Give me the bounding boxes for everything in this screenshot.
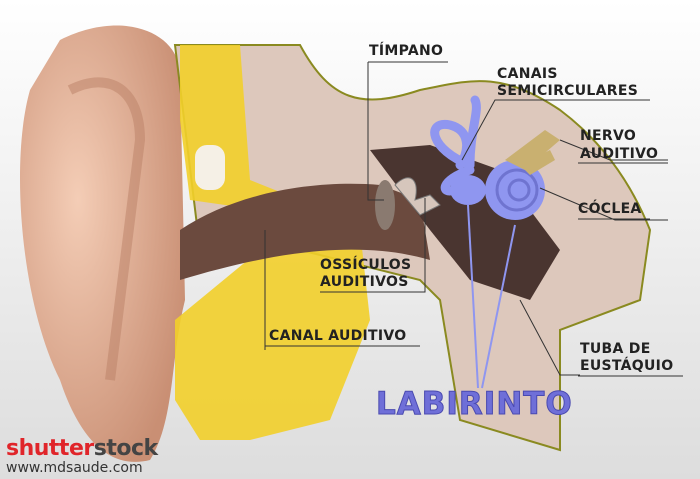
site-watermark: www.mdsaude.com [6, 460, 143, 476]
label-canal-auditivo: CANAL AUDITIVO [269, 328, 407, 344]
label-tuba: TUBA DE [580, 341, 651, 357]
label-timpano: TÍMPANO [369, 43, 444, 59]
label-underlines [265, 61, 683, 377]
ear-canal [180, 183, 430, 280]
label-eustaquio: EUSTÁQUIO [580, 358, 674, 374]
label-ossiculos: OSSÍCULOS [320, 257, 412, 273]
leader-lines [264, 62, 668, 389]
ossicles [394, 177, 441, 216]
label-nervo: NERVO [580, 128, 637, 144]
cartilage-bottom [175, 230, 370, 440]
auditory-nerve [505, 130, 560, 170]
label-semicirculares: SEMICIRCULARES [497, 83, 639, 99]
label-canais: CANAIS [497, 66, 558, 82]
label-coclea: CÓCLEA [578, 201, 642, 217]
label-auditivo-nervo: AUDITIVO [580, 146, 659, 162]
label-auditivos: AUDITIVOS [320, 274, 409, 290]
shutterstock-watermark: shutterstock [6, 436, 158, 461]
tympanum [375, 180, 395, 230]
label-labirinto: LABIRINTO [376, 386, 573, 423]
